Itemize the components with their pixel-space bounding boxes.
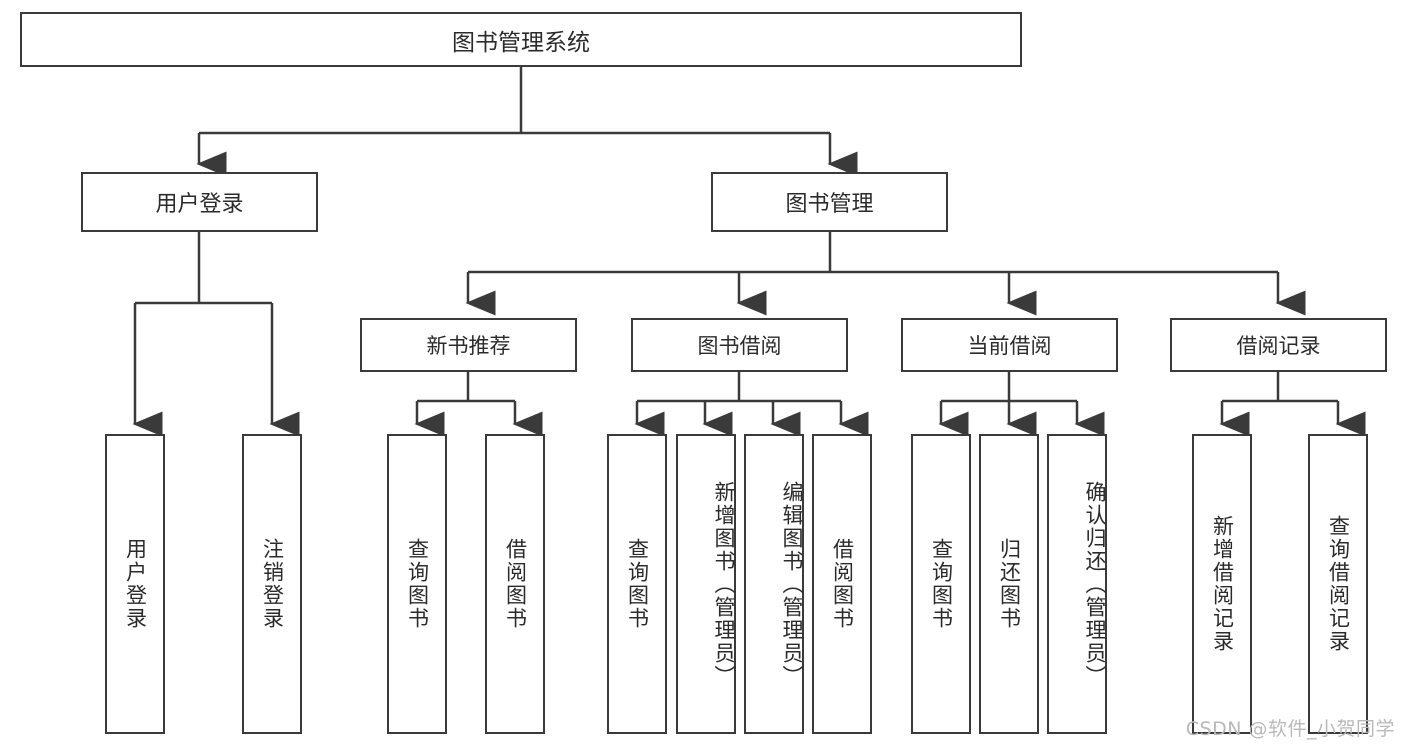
node-label: 借阅记录 — [1236, 334, 1321, 358]
leaf-edit-book-admin[interactable]: 编辑图书（管理员） — [744, 434, 804, 734]
node-label: 查询图书 — [405, 538, 430, 630]
leaf-confirm-return-admin[interactable]: 确认归还（管理员） — [1047, 434, 1107, 734]
node-label: 查询图书 — [929, 538, 954, 630]
node-label: 注销登录 — [260, 538, 285, 630]
node-label: 归还图书 — [997, 538, 1022, 630]
leaf-borrow-book-new[interactable]: 借阅图书 — [485, 434, 545, 734]
node-label: 用户登录 — [155, 192, 244, 217]
node-label: 编辑图书（管理员） — [780, 480, 804, 688]
node-user-login[interactable]: 用户登录 — [81, 172, 318, 232]
node-label: 当前借阅 — [967, 334, 1052, 358]
leaf-query-book-new[interactable]: 查询图书 — [387, 434, 447, 734]
watermark-text: CSDN @软件_小贺同学 — [1185, 718, 1395, 740]
leaf-add-book-admin[interactable]: 新增图书（管理员） — [676, 434, 736, 734]
leaf-add-borrow-record[interactable]: 新增借阅记录 — [1192, 434, 1252, 734]
leaf-return-book[interactable]: 归还图书 — [979, 434, 1039, 734]
node-label: 新增借阅记录 — [1210, 515, 1235, 653]
node-label: 查询借阅记录 — [1326, 515, 1351, 653]
node-label: 借阅图书 — [503, 538, 528, 630]
node-label: 用户登录 — [123, 538, 148, 630]
node-label: 查询图书 — [625, 538, 650, 630]
node-book-management[interactable]: 图书管理 — [711, 172, 948, 232]
node-current-borrow[interactable]: 当前借阅 — [901, 318, 1118, 372]
leaf-borrow-book[interactable]: 借阅图书 — [812, 434, 872, 734]
leaf-query-book-borrow[interactable]: 查询图书 — [607, 434, 667, 734]
node-label: 图书管理系统 — [452, 29, 590, 56]
leaf-logout[interactable]: 注销登录 — [242, 434, 302, 734]
leaf-query-borrow-record[interactable]: 查询借阅记录 — [1308, 434, 1368, 734]
node-book-borrow[interactable]: 图书借阅 — [631, 318, 848, 372]
node-label: 确认归还（管理员） — [1083, 480, 1107, 688]
leaf-user-login[interactable]: 用户登录 — [105, 434, 165, 734]
node-label: 图书管理 — [785, 192, 874, 217]
node-label: 图书借阅 — [697, 334, 782, 358]
node-label: 新增图书（管理员） — [712, 480, 736, 688]
node-root-system[interactable]: 图书管理系统 — [20, 12, 1022, 67]
leaf-query-book-current[interactable]: 查询图书 — [911, 434, 971, 734]
node-borrow-record[interactable]: 借阅记录 — [1170, 318, 1387, 372]
node-label: 借阅图书 — [830, 538, 855, 630]
node-new-book-recommend[interactable]: 新书推荐 — [360, 318, 577, 372]
node-label: 新书推荐 — [426, 334, 511, 358]
